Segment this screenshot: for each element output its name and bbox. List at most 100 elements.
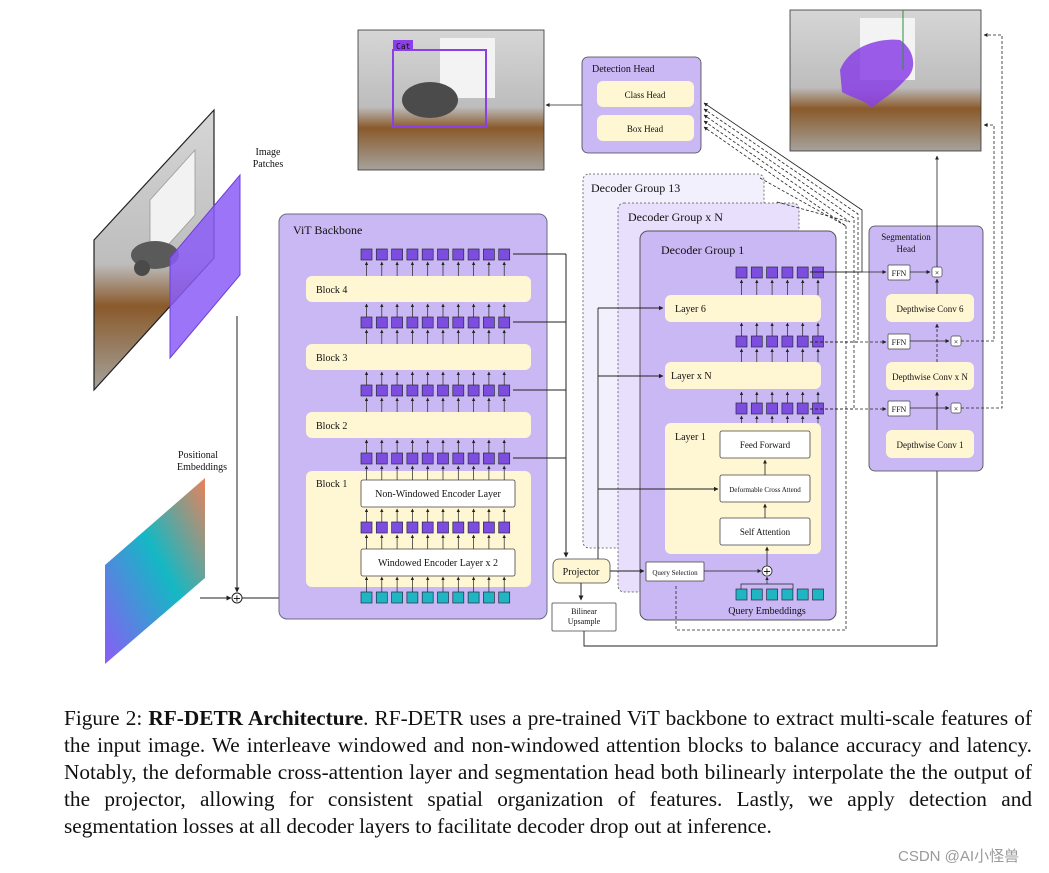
vit-token xyxy=(483,452,495,465)
decoder-token xyxy=(812,266,824,279)
vit-token xyxy=(483,521,495,534)
decoder-token-rows xyxy=(735,266,824,601)
layer-xn-label: Layer x N xyxy=(671,371,712,382)
input-token xyxy=(483,591,495,604)
block-1-label: Block 1 xyxy=(316,479,347,490)
input-token xyxy=(360,591,373,604)
svg-text:+: + xyxy=(233,594,241,605)
vit-token-rows xyxy=(360,248,511,604)
vit-token xyxy=(452,384,465,397)
image-patches: Image Patches xyxy=(169,147,284,360)
vit-token xyxy=(467,384,480,397)
vit-token xyxy=(375,316,388,329)
detection-head-title: Detection Head xyxy=(592,64,654,75)
vit-token xyxy=(406,521,419,534)
vit-token xyxy=(421,384,434,397)
decoder-group-xn-label: Decoder Group x N xyxy=(628,210,723,224)
segmentation-head-title-1: Segmentation xyxy=(881,232,931,242)
vit-token xyxy=(406,316,419,329)
query-embedding-token xyxy=(766,588,778,601)
decoder-token xyxy=(766,335,778,348)
image-patches-label-2: Patches xyxy=(253,159,284,170)
feature-taps xyxy=(513,253,569,558)
query-embedding-token xyxy=(796,588,809,601)
vit-token xyxy=(452,316,465,329)
block-2-label: Block 2 xyxy=(316,421,347,432)
vit-token xyxy=(391,452,403,465)
vit-token xyxy=(452,248,465,261)
vit-token xyxy=(360,248,373,261)
vit-token xyxy=(467,316,480,329)
vit-token xyxy=(391,316,403,329)
projector-label: Projector xyxy=(563,567,600,578)
multiply-1: × xyxy=(954,405,959,414)
vit-backbone: ViT Backbone Block 4 Block 3 Block 2 Blo… xyxy=(278,213,548,620)
ffn-n-label: FFN xyxy=(892,338,907,347)
decoder-group-1-label: Decoder Group 1 xyxy=(661,243,744,257)
vit-token xyxy=(375,384,388,397)
decoder-token xyxy=(796,266,809,279)
depthwise-conv-6-label: Depthwise Conv 6 xyxy=(897,304,964,314)
ffn-6-label: FFN xyxy=(892,269,907,278)
vit-token xyxy=(421,452,434,465)
watermark: CSDN @AI小怪兽 xyxy=(898,848,1020,865)
detection-output-image: Cat xyxy=(357,29,545,171)
self-attention-label: Self Attention xyxy=(740,527,791,537)
class-head-label: Class Head xyxy=(625,90,666,100)
input-token xyxy=(467,591,480,604)
vit-token xyxy=(437,452,449,465)
decoder-token xyxy=(766,266,778,279)
input-token xyxy=(375,591,388,604)
input-image xyxy=(93,108,215,392)
segmentation-head: Segmentation Head Depthwise Conv 6 Depth… xyxy=(810,33,1003,472)
vit-token xyxy=(467,521,480,534)
ffn-1-label: FFN xyxy=(892,405,907,414)
vit-token xyxy=(483,316,495,329)
block-4-label: Block 4 xyxy=(316,285,347,296)
vit-token xyxy=(375,452,388,465)
vit-token xyxy=(452,521,465,534)
input-token xyxy=(498,591,511,604)
vit-token xyxy=(421,316,434,329)
depthwise-conv-xn-label: Depthwise Conv x N xyxy=(892,372,968,382)
layer-1-label: Layer 1 xyxy=(675,432,706,443)
bilinear-upsample-label-2: Upsample xyxy=(568,617,601,626)
vit-token xyxy=(437,384,449,397)
segmentation-head-title-2: Head xyxy=(897,244,916,254)
box-head-label: Box Head xyxy=(627,124,664,134)
decoder-token xyxy=(796,335,809,348)
decoder-token xyxy=(796,402,809,415)
windowed-encoder-layer: Windowed Encoder Layer x 2 xyxy=(378,558,498,569)
segmentation-output-image xyxy=(789,9,982,152)
vit-token xyxy=(467,248,480,261)
vit-token xyxy=(375,521,388,534)
positional-embeddings-label-1: Positional xyxy=(178,450,218,461)
query-selection-label: Query Selection xyxy=(652,569,698,577)
vit-token xyxy=(391,248,403,261)
layer-6-label: Layer 6 xyxy=(675,304,706,315)
decoder-token xyxy=(781,402,794,415)
positional-embeddings-label-2: Embeddings xyxy=(177,462,227,473)
bilinear-upsample-label-1: Bilinear xyxy=(571,607,597,616)
vit-token xyxy=(406,384,419,397)
svg-text:+: + xyxy=(763,567,771,578)
decoder-token xyxy=(812,335,824,348)
query-embedding-token xyxy=(735,588,748,601)
vit-token xyxy=(406,452,419,465)
vit-token xyxy=(360,521,373,534)
detection-box-label: Cat xyxy=(396,42,411,51)
decoder-token xyxy=(812,402,824,415)
decoder-group-1: Decoder Group 1 Layer 6 Layer x N Layer … xyxy=(639,230,837,621)
positional-embeddings: Positional Embeddings xyxy=(105,450,227,664)
caption-prefix: Figure 2: xyxy=(64,706,149,730)
projector-to-decoder xyxy=(583,305,938,647)
input-token xyxy=(421,591,434,604)
vit-token xyxy=(437,248,449,261)
projector: Projector Bilinear Upsample xyxy=(551,558,617,632)
block-3-label: Block 3 xyxy=(316,353,347,364)
decoder-token xyxy=(750,266,763,279)
vit-token xyxy=(437,316,449,329)
non-windowed-encoder-layer: Non-Windowed Encoder Layer xyxy=(375,489,501,500)
figure-caption: Figure 2: RF-DETR Architecture. RF-DETR … xyxy=(64,705,1032,840)
decoder-token xyxy=(781,335,794,348)
